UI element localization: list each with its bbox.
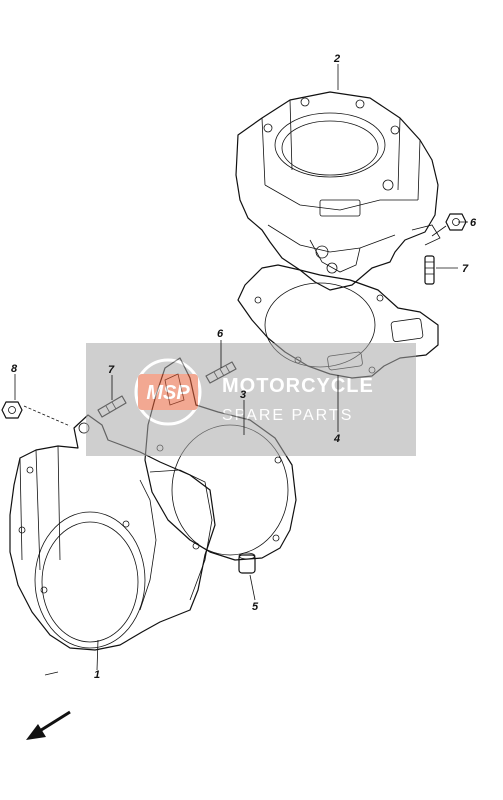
watermark-logo: MSP [146, 382, 190, 404]
watermark-subtitle: SPARE PARTS [222, 407, 353, 424]
callout-7-upper: 7 [462, 263, 469, 275]
callouts: 1 2 3 4 5 6 6 7 7 8 [11, 53, 477, 681]
front-arrow-icon [26, 710, 71, 740]
callout-8: 8 [11, 363, 18, 375]
lower-bolt [1, 401, 71, 427]
callout-7-lower: 7 [108, 364, 115, 376]
lower-cylinder [9, 414, 216, 676]
upper-cylinder [235, 91, 441, 291]
dowel-pin [238, 552, 256, 574]
callout-6-lower: 6 [217, 328, 224, 340]
upper-nut [431, 213, 467, 237]
callout-6-upper: 6 [470, 217, 477, 229]
callout-4: 4 [333, 433, 340, 445]
watermark-logo-badge [138, 374, 198, 410]
callout-leaders [14, 64, 468, 671]
callout-1: 1 [94, 669, 100, 681]
watermark-title: MOTORCYCLE [222, 375, 374, 397]
callout-5: 5 [252, 601, 259, 613]
watermark-logo-ring [134, 358, 202, 426]
watermark: MSP MOTORCYCLE SPARE PARTS [86, 343, 416, 456]
upper-stud [424, 255, 435, 285]
callout-3: 3 [240, 389, 246, 401]
callout-2: 2 [333, 53, 340, 65]
